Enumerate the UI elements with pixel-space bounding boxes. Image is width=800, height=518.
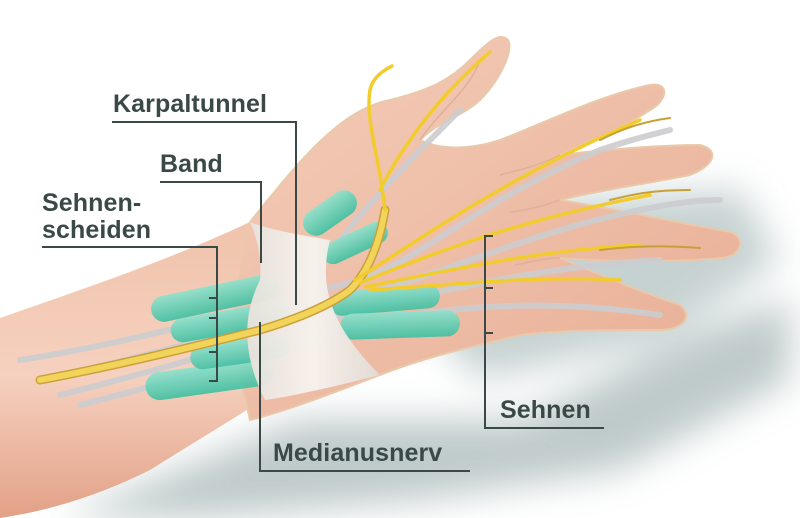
sehnenscheiden-leader [42, 246, 218, 382]
tendon-sheaths [145, 190, 460, 401]
karpaltunnel-leader [112, 121, 297, 305]
label-sehnenscheiden-line2: scheiden [42, 216, 152, 244]
medianusnerv-leader [259, 322, 470, 472]
band-leader [160, 181, 262, 263]
label-karpaltunnel: Karpaltunnel [113, 90, 267, 118]
label-band: Band [160, 150, 223, 178]
label-medianusnerv: Medianusnerv [273, 439, 443, 467]
label-sehnen: Sehnen [500, 396, 591, 424]
label-sehnenscheiden-line1: Sehnen- [42, 189, 142, 217]
leader-lines [42, 121, 604, 472]
